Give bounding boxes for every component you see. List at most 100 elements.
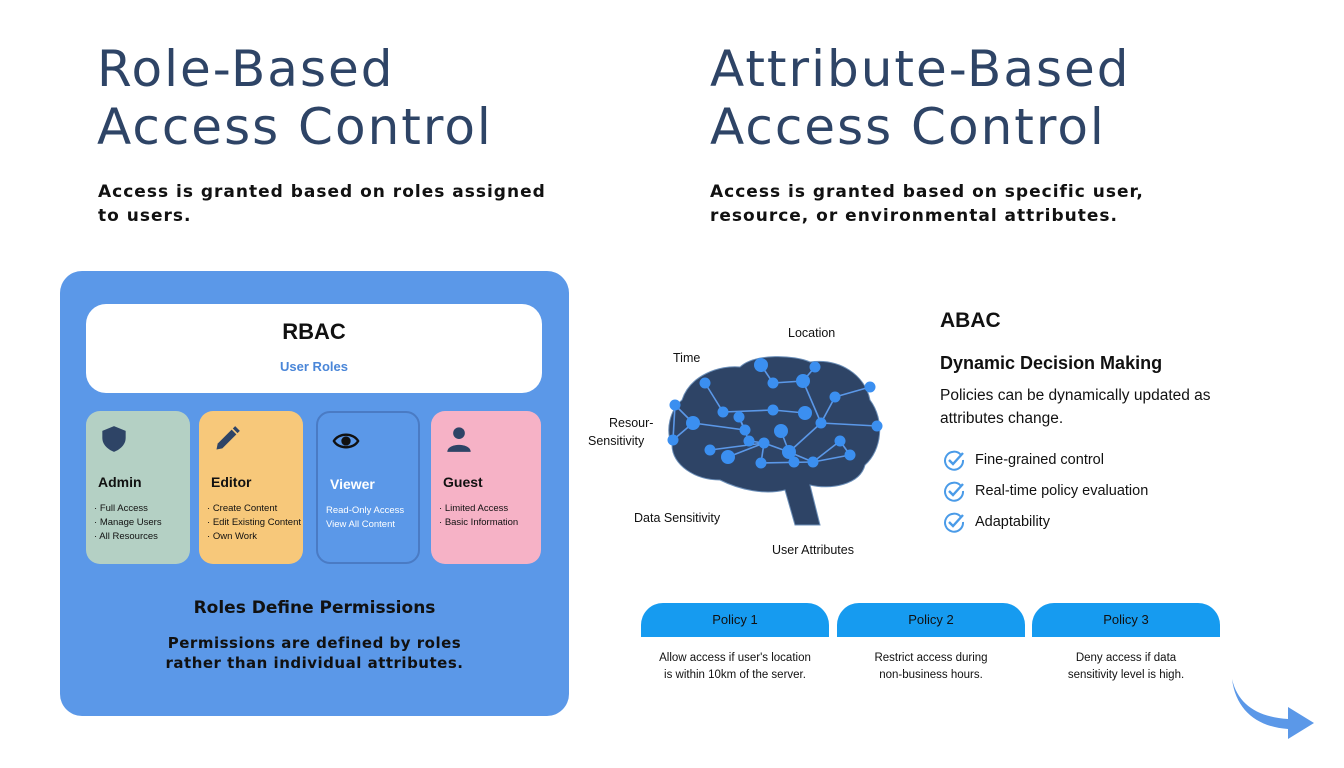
check-circle-icon: [944, 450, 965, 471]
policy-desc-line: Deny access if data: [1075, 652, 1177, 664]
feature-label: Real-time policy evaluation: [975, 483, 1149, 499]
permission-item: Read-Only Access: [326, 505, 405, 516]
network-node: [699, 377, 711, 389]
brain-label-resource-line2: Sensitivity: [588, 434, 645, 448]
network-node: [717, 406, 729, 418]
permission-item: All Resources: [94, 530, 190, 544]
permission-item: Basic Information: [439, 516, 541, 530]
network-edge: [812, 440, 841, 463]
rbac-description: Access is granted based on roles assigne…: [98, 180, 546, 228]
policy-tab-3[interactable]: Policy 3: [1032, 603, 1220, 637]
network-node: [739, 424, 751, 436]
abac-description-line1: Access is granted based on specific user…: [710, 182, 1144, 202]
rbac-panel-subtitle: User Roles: [280, 359, 348, 374]
network-node: [809, 361, 821, 373]
rbac-footer-title: Roles Define Permissions: [193, 598, 436, 618]
permission-item: Create Content: [207, 502, 303, 516]
abac-subtitle: Dynamic Decision Making: [940, 353, 1163, 373]
role-card-guest: Guest Limited Access Basic Information: [431, 411, 541, 564]
network-node: [704, 444, 716, 456]
eye-icon: [332, 433, 360, 449]
policy-desc-line: sensitivity level is high.: [1067, 669, 1185, 681]
permission-item: Full Access: [94, 502, 190, 516]
role-name: Admin: [98, 474, 142, 490]
network-edge: [820, 422, 878, 427]
network-node: [733, 411, 745, 423]
role-permissions: Create Content Edit Existing Content Own…: [207, 502, 303, 544]
feature-item: Fine-grained control: [943, 449, 1104, 471]
policy-tab-1[interactable]: Policy 1: [641, 603, 829, 637]
abac-desc-line2: attributes change.: [940, 410, 1064, 427]
rbac-footer-line2: rather than individual attributes.: [165, 654, 464, 672]
brain-outline: [668, 356, 881, 526]
check-circle-icon: [944, 481, 965, 502]
brain-label-data-sensitivity: Data Sensitivity: [634, 511, 721, 525]
brain-network-icon: [667, 356, 883, 526]
policy-desc-line: Allow access if user's location: [659, 652, 811, 664]
network-node: [788, 456, 800, 468]
permission-item: Limited Access: [439, 502, 541, 516]
policy-tab-2[interactable]: Policy 2: [837, 603, 1025, 637]
role-name: Viewer: [330, 476, 375, 492]
network-node: [755, 457, 767, 469]
abac-heading-line2: Access Control: [710, 98, 1106, 156]
role-name: Editor: [211, 474, 252, 490]
shield-icon: [102, 426, 126, 452]
brain-label-resource-line1: Resour-: [609, 416, 654, 430]
network-node: [758, 437, 770, 449]
policy-description-3: Deny access if data sensitivity level is…: [1032, 650, 1220, 684]
policy-desc-line: Restrict access during: [874, 652, 988, 664]
feature-label: Adaptability: [975, 514, 1050, 530]
network-edge: [812, 454, 851, 463]
network-edge: [709, 442, 765, 451]
abac-desc-line1: Policies can be dynamically updated as: [940, 387, 1211, 404]
policy-description-1: Allow access if user's location is withi…: [641, 650, 829, 684]
network-node: [686, 416, 700, 430]
rbac-description-line2: to users.: [98, 206, 192, 226]
network-node: [796, 374, 810, 388]
role-permissions: Read-Only Access View All Content: [326, 504, 418, 532]
feature-item: Real-time policy evaluation: [943, 480, 1148, 502]
abac-description-text: Policies can be dynamically updated as a…: [940, 384, 1240, 430]
network-node: [864, 381, 876, 393]
curved-arrow-icon[interactable]: [1228, 675, 1318, 743]
network-edge: [692, 422, 746, 431]
network-node: [667, 434, 679, 446]
network-node: [767, 377, 779, 389]
role-name: Guest: [443, 474, 483, 490]
network-node: [807, 456, 819, 468]
rbac-panel-title: RBAC: [282, 319, 346, 344]
policy-description-2: Restrict access during non-business hour…: [837, 650, 1025, 684]
role-permissions: Full Access Manage Users All Resources: [94, 502, 190, 544]
brain-label-location: Location: [788, 326, 836, 340]
network-edge: [704, 382, 724, 413]
pencil-icon: [216, 426, 240, 450]
network-edge: [802, 380, 822, 424]
abac-description: Access is granted based on specific user…: [710, 180, 1144, 228]
network-node: [834, 435, 846, 447]
permission-item: View All Content: [326, 519, 396, 530]
role-card-editor: Editor Create Content Edit Existing Cont…: [199, 411, 303, 564]
network-node: [782, 445, 796, 459]
network-edge: [834, 386, 871, 398]
rbac-heading: Role-Based Access Control: [97, 40, 493, 156]
abac-title: ABAC: [940, 309, 1001, 332]
policy-desc-line: non-business hours.: [879, 669, 983, 681]
permission-item: Own Work: [207, 530, 303, 544]
network-node: [669, 399, 681, 411]
network-node: [798, 406, 812, 420]
network-node: [815, 417, 827, 429]
network-edge: [760, 461, 814, 464]
network-edge: [788, 422, 822, 453]
role-permissions: Limited Access Basic Information: [439, 502, 541, 530]
brain-nodes: [667, 358, 883, 469]
brain-label-user-attributes: User Attributes: [772, 543, 854, 557]
role-card-viewer: Viewer Read-Only Access View All Content: [316, 411, 420, 564]
network-node: [844, 449, 856, 461]
feature-item: Adaptability: [943, 511, 1050, 533]
rbac-header-card: RBAC User Roles: [86, 304, 542, 393]
rbac-heading-line1: Role-Based: [97, 40, 395, 98]
network-node: [829, 391, 841, 403]
policy-desc-line: is within 10km of the server.: [664, 669, 806, 681]
user-icon: [447, 427, 471, 452]
